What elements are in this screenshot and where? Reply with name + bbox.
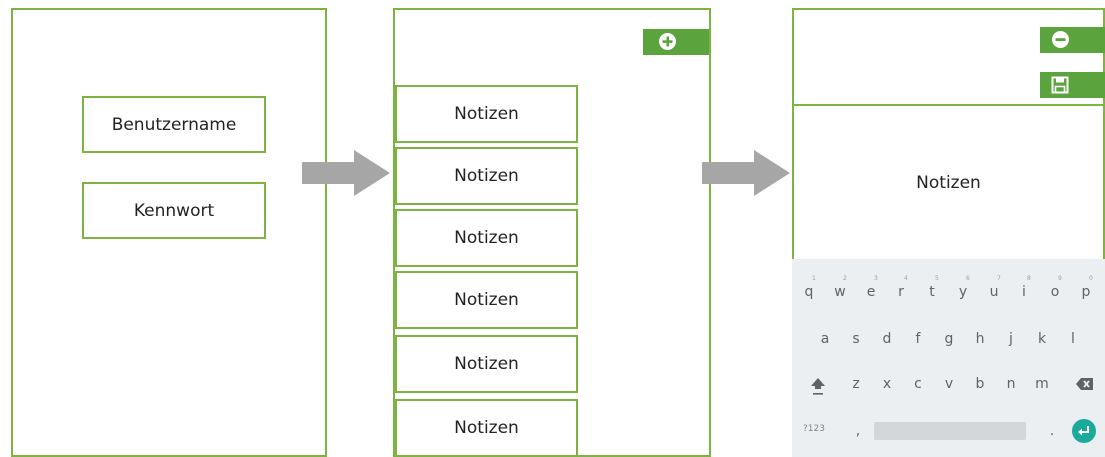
note-item[interactable]: Notizen <box>395 271 578 329</box>
note-item[interactable]: Notizen <box>395 209 578 267</box>
note-item[interactable]: Notizen <box>395 147 578 205</box>
key-hint: 0 <box>1089 275 1093 282</box>
key-q[interactable]: q <box>804 284 814 300</box>
shift-icon[interactable] <box>810 376 826 396</box>
key-d[interactable]: d <box>882 331 892 347</box>
note-item[interactable]: Notizen <box>395 399 578 457</box>
note-item[interactable]: Notizen <box>395 85 578 143</box>
key-v[interactable]: v <box>944 376 954 392</box>
comma-key[interactable]: , <box>855 423 861 439</box>
add-note-button[interactable] <box>643 29 709 55</box>
key-e[interactable]: e <box>866 284 876 300</box>
key-c[interactable]: c <box>914 376 922 392</box>
flow-arrow-2 <box>702 150 790 196</box>
key-m[interactable]: m <box>1035 376 1049 392</box>
key-x[interactable]: x <box>882 376 892 392</box>
key-o[interactable]: o <box>1050 284 1060 300</box>
key-z[interactable]: z <box>852 376 860 392</box>
period-key[interactable]: . <box>1049 423 1055 439</box>
plus-icon <box>659 33 676 50</box>
key-hint: 7 <box>997 275 1001 282</box>
key-j[interactable]: j <box>1009 331 1013 347</box>
key-n[interactable]: n <box>1006 376 1016 392</box>
key-h[interactable]: h <box>975 331 985 347</box>
key-p[interactable]: p <box>1081 284 1091 300</box>
key-hint: 9 <box>1058 275 1062 282</box>
key-hint: 2 <box>843 275 847 282</box>
key-hint: 5 <box>935 275 939 282</box>
key-g[interactable]: g <box>944 331 954 347</box>
delete-note-button[interactable] <box>1040 27 1105 53</box>
key-w[interactable]: w <box>834 284 846 300</box>
key-b[interactable]: b <box>975 376 985 392</box>
key-r[interactable]: r <box>898 284 904 300</box>
key-t[interactable]: t <box>929 284 935 300</box>
minus-icon <box>1052 31 1069 48</box>
password-field[interactable]: Kennwort <box>82 182 266 239</box>
key-l[interactable]: l <box>1071 331 1075 347</box>
key-u[interactable]: u <box>989 284 999 300</box>
symbols-key[interactable]: ?123 <box>803 424 825 434</box>
key-i[interactable]: i <box>1022 284 1026 300</box>
key-hint: 6 <box>966 275 970 282</box>
backspace-icon[interactable] <box>1076 377 1094 391</box>
key-y[interactable]: y <box>958 284 968 300</box>
key-s[interactable]: s <box>852 331 860 347</box>
save-icon <box>1051 76 1069 94</box>
note-item[interactable]: Notizen <box>395 335 578 393</box>
flow-arrow-1 <box>302 150 390 196</box>
enter-icon <box>1078 426 1089 436</box>
key-hint: 8 <box>1027 275 1031 282</box>
save-note-button[interactable] <box>1040 72 1105 98</box>
key-k[interactable]: k <box>1037 331 1047 347</box>
key-hint: 3 <box>874 275 878 282</box>
key-a[interactable]: a <box>820 331 830 347</box>
key-f[interactable]: f <box>915 331 921 347</box>
space-bar[interactable] <box>874 422 1026 440</box>
username-field[interactable]: Benutzername <box>82 96 266 153</box>
key-hint: 1 <box>812 275 816 282</box>
note-text-area[interactable]: Notizen <box>792 104 1105 261</box>
enter-key[interactable] <box>1072 419 1096 443</box>
key-hint: 4 <box>904 275 908 282</box>
